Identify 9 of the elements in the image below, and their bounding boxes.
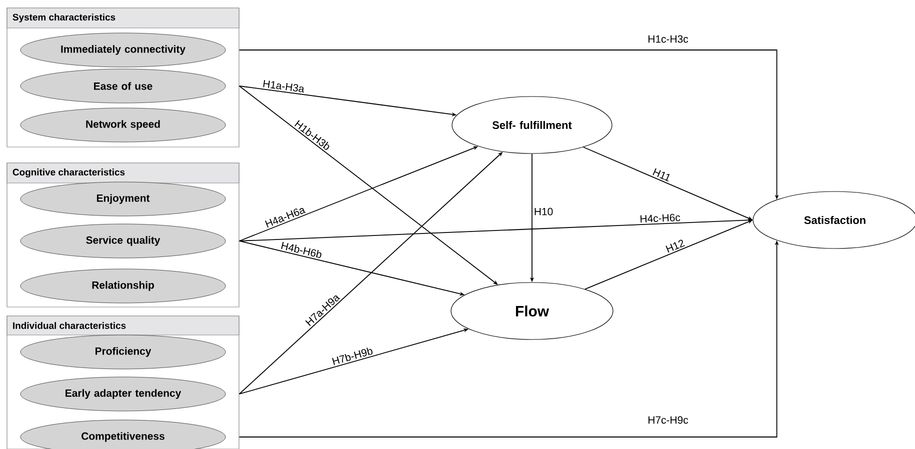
edge-label: H11 [652, 168, 670, 182]
edge-label: H7c-H9c [648, 416, 688, 424]
edge-label: H12 [666, 240, 685, 253]
edge-label: H4b-H6b [281, 242, 322, 258]
edge-label: H7b-H9b [332, 348, 373, 365]
edge-label: H10 [534, 208, 553, 216]
edge-label: H1c-H3c [648, 35, 688, 43]
edge-label: H1a-H3a [263, 80, 304, 92]
edge-label: H4c-H6c [640, 214, 680, 223]
